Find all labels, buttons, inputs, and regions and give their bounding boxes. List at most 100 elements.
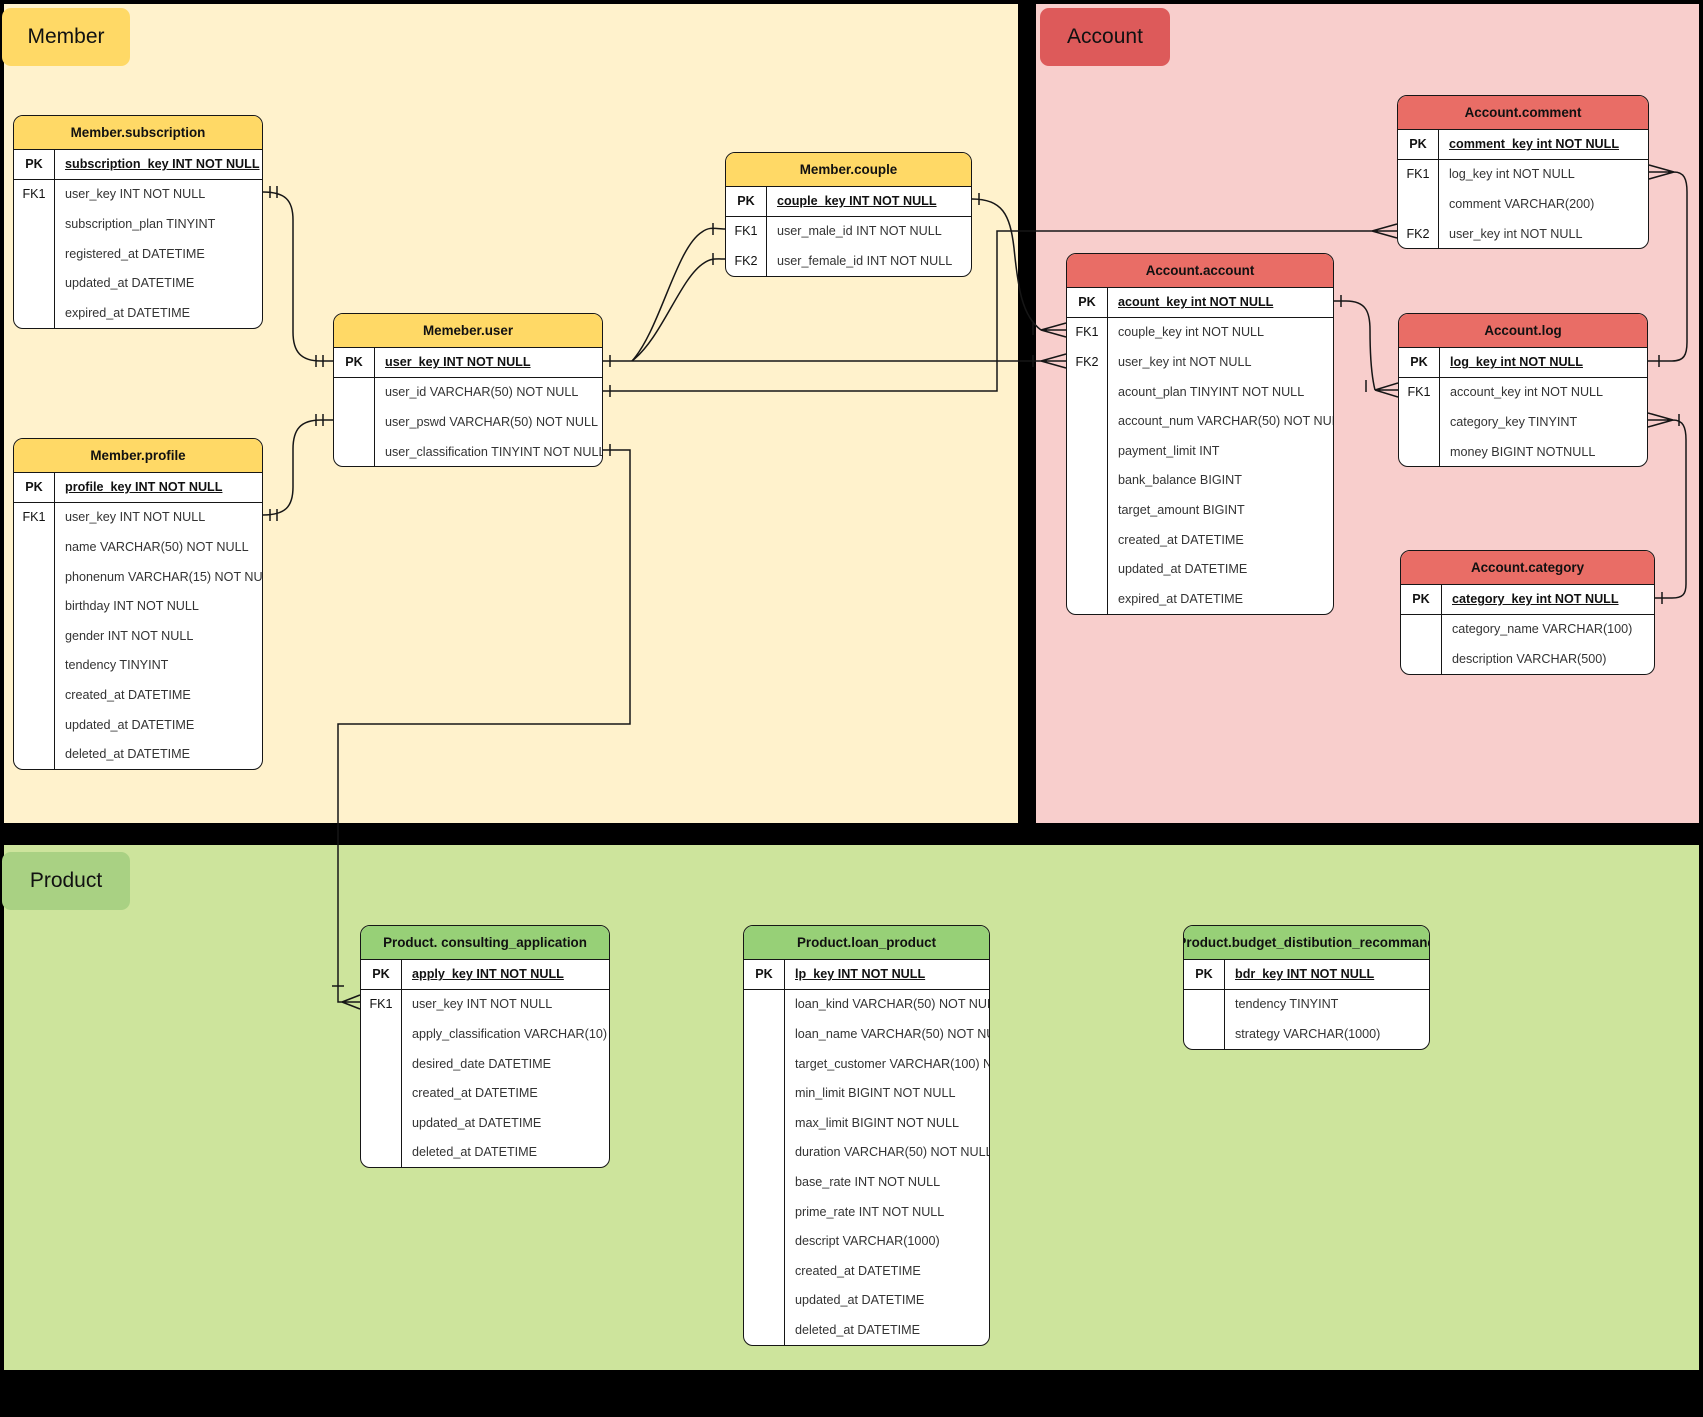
row-key-label: PK <box>334 348 375 377</box>
row-key-label: FK1 <box>1067 317 1108 348</box>
row-key-label <box>1067 406 1108 436</box>
table-row: apply_classification VARCHAR(10) <box>361 1019 609 1049</box>
row-key-label: PK <box>744 960 785 989</box>
row-attribute: user_key INT NOT NULL <box>385 355 531 370</box>
relationship-account-log[interactable] <box>1334 295 1399 398</box>
table-row: subscription_plan TINYINT <box>14 209 262 239</box>
row-key-label: FK2 <box>1398 218 1439 249</box>
row-key-label <box>744 1078 785 1108</box>
row-key-label <box>14 680 55 710</box>
table-title: Product. consulting_application <box>361 926 609 960</box>
table-row: prime_rate INT NOT NULL <box>744 1196 989 1227</box>
row-key-label: PK <box>361 960 402 989</box>
row-attribute: tendency TINYINT <box>1235 997 1339 1012</box>
row-key-label: FK2 <box>1067 347 1108 377</box>
table-row: tendency TINYINT <box>1184 989 1429 1020</box>
table-row: account_num VARCHAR(50) NOT NULL <box>1067 406 1333 436</box>
relationship-couple-account[interactable] <box>971 193 1067 338</box>
row-key-label <box>744 1196 785 1227</box>
relationship-user-account[interactable] <box>603 353 1067 369</box>
row-attribute: user_pswd VARCHAR(50) NOT NULL <box>385 414 598 429</box>
table-row: birthday INT NOT NULL <box>14 591 262 621</box>
region-label-account[interactable]: Account <box>1040 8 1170 66</box>
table-row: updated_at DATETIME <box>744 1285 989 1316</box>
table-title: Product.budget_distibution_recommand <box>1184 926 1429 960</box>
row-key-label: PK <box>14 150 55 179</box>
relationship-subscription-user[interactable] <box>262 186 333 367</box>
table-row: bank_balance BIGINT <box>1067 465 1333 496</box>
table-row: created_at DATETIME <box>1067 524 1333 555</box>
row-key-label: FK2 <box>726 246 767 276</box>
relationship-user-couple-male[interactable] <box>631 223 726 362</box>
region-label-member[interactable]: Member <box>2 8 130 66</box>
table-title: Product.loan_product <box>744 926 989 960</box>
table-row: category_name VARCHAR(100) <box>1401 614 1654 645</box>
table-row: gender INT NOT NULL <box>14 620 262 651</box>
row-attribute: lp_key INT NOT NULL <box>795 967 926 982</box>
table-row: tendency TINYINT <box>14 650 262 681</box>
row-attribute: couple_key int NOT NULL <box>1118 325 1265 340</box>
row-key-label <box>744 1167 785 1197</box>
relationship-profile-user[interactable] <box>262 414 333 521</box>
region-label-product[interactable]: Product <box>2 852 130 910</box>
row-key-label <box>14 297 55 328</box>
row-attribute: couple_key INT NOT NULL <box>777 194 937 209</box>
table-row: payment_limit INT <box>1067 435 1333 466</box>
row-attribute: user_classification TINYINT NOT NULL <box>385 444 603 459</box>
row-key-label <box>744 1137 785 1168</box>
row-key-label <box>744 1048 785 1079</box>
row-key-label: PK <box>1399 348 1440 377</box>
row-attribute: target_amount BIGINT <box>1118 502 1245 517</box>
row-attribute: account_num VARCHAR(50) NOT NULL <box>1118 414 1334 429</box>
table-row: user_id VARCHAR(50) NOT NULL <box>334 377 602 408</box>
table-row: money BIGINT NOTNULL <box>1399 436 1647 467</box>
row-attribute: min_limit BIGINT NOT NULL <box>795 1086 956 1101</box>
row-attribute: user_key INT NOT NULL <box>65 187 206 202</box>
row-attribute: target_customer VARCHAR(100) NOT NULL <box>795 1056 989 1071</box>
row-attribute: bdr_key INT NOT NULL <box>1235 967 1375 982</box>
row-key-label <box>14 561 55 592</box>
row-key-label: FK1 <box>1399 377 1440 408</box>
relationship-user-consulting[interactable] <box>332 444 631 1010</box>
table-row: registered_at DATETIME <box>14 238 262 269</box>
row-key-label: PK <box>1067 288 1108 317</box>
row-attribute: category_key int NOT NULL <box>1452 592 1619 607</box>
row-attribute: expired_at DATETIME <box>1118 591 1244 606</box>
row-attribute: user_key int NOT NULL <box>1118 354 1252 369</box>
row-key-label <box>1067 524 1108 555</box>
table-row: deleted_at DATETIME <box>14 739 262 769</box>
row-attribute: comment_key int NOT NULL <box>1449 137 1620 152</box>
row-attribute: user_male_id INT NOT NULL <box>777 224 942 239</box>
row-key-label: FK1 <box>361 989 402 1020</box>
row-attribute: acount_key int NOT NULL <box>1118 295 1274 310</box>
relationship-user-couple-female[interactable] <box>631 253 726 362</box>
row-key-label <box>1067 495 1108 525</box>
table-row: FK1 couple_key int NOT NULL <box>1067 317 1333 348</box>
relationship-user-comment[interactable] <box>603 223 1398 397</box>
row-key-label <box>14 209 55 239</box>
relationship-category-log[interactable] <box>1647 412 1687 604</box>
table-row: created_at DATETIME <box>744 1255 989 1286</box>
row-attribute: updated_at DATETIME <box>795 1293 925 1308</box>
row-attribute: created_at DATETIME <box>412 1086 538 1101</box>
relationship-log-comment[interactable] <box>1648 164 1688 367</box>
row-attribute: user_key INT NOT NULL <box>412 997 553 1012</box>
